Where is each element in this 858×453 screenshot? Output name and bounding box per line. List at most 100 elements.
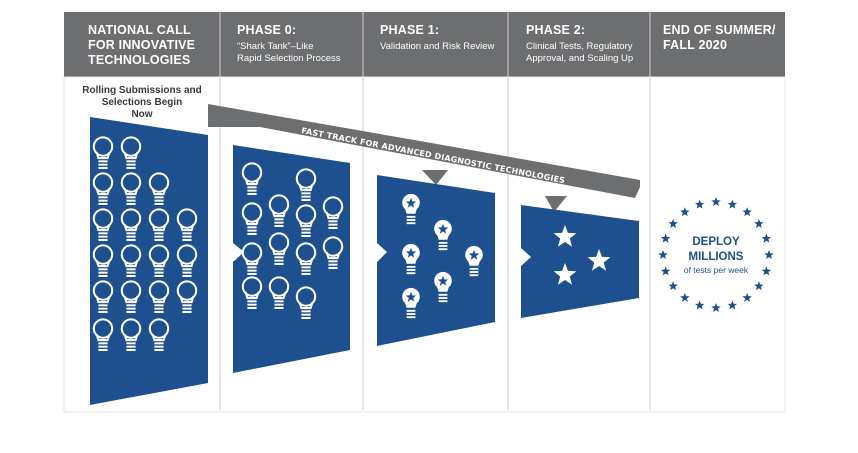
ring-star	[754, 281, 764, 291]
header-col-end: END OF SUMMER/ FALL 2020	[663, 23, 776, 52]
lightbulb-icon	[176, 280, 198, 313]
star-icon	[553, 225, 577, 247]
lightbulb-icon	[241, 202, 263, 235]
star-ring-icon	[658, 197, 774, 313]
lightbulb-icon	[241, 242, 263, 275]
ring-star	[727, 199, 738, 209]
diagram-frame	[63, 76, 786, 413]
ring-star	[680, 207, 690, 217]
ring-star	[694, 199, 705, 209]
header-title-line: TECHNOLOGIES	[88, 53, 190, 67]
header-title-line: PHASE 0:	[237, 23, 296, 37]
svg-text:Now: Now	[131, 109, 152, 120]
lightbulb-icon	[176, 244, 198, 277]
lightbulb-icon	[148, 318, 170, 351]
lightbulb-icon	[322, 236, 344, 269]
svg-text:Selections Begin: Selections Begin	[102, 97, 183, 108]
lightbulb-icon	[148, 280, 170, 313]
panel-national-call	[90, 117, 208, 405]
header-bar	[64, 12, 785, 77]
ring-star	[742, 292, 752, 302]
ring-star	[761, 233, 772, 243]
header-title-line: PHASE 1:	[380, 23, 439, 37]
panel-phase-1	[377, 175, 495, 346]
header-title-line: END OF SUMMER/	[663, 23, 776, 37]
ring-star	[658, 250, 668, 260]
header-col-national-call: NATIONAL CALL FOR INNOVATIVE TECHNOLOGIE…	[88, 23, 195, 67]
header-subtitle-line: Validation and Risk Review	[380, 41, 495, 52]
rolling-submissions-label: Rolling Submissions and Selections Begin…	[82, 85, 201, 120]
deploy-title: DEPLOY	[692, 236, 740, 248]
deploy-title: MILLIONS	[689, 251, 744, 263]
lightbulb-icon	[295, 286, 317, 319]
panel-phase-2	[521, 205, 639, 318]
header-subtitle-line: Rapid Selection Process	[237, 53, 341, 64]
lightbulb-icon	[120, 136, 142, 169]
lightbulb-icon	[120, 280, 142, 313]
lightbulb-icon	[241, 162, 263, 195]
lightbulb-icon	[148, 172, 170, 205]
deploy-subtitle: of tests per week	[684, 265, 749, 275]
header-title-line: NATIONAL CALL	[88, 23, 191, 37]
ring-star	[668, 218, 678, 228]
lightbulb-icon	[148, 208, 170, 241]
header-title-line: FALL 2020	[663, 38, 727, 52]
ring-star	[680, 292, 690, 302]
deploy-badge: DEPLOY MILLIONS of tests per week	[658, 197, 774, 313]
ring-star	[761, 266, 772, 276]
panel-icons	[92, 136, 198, 351]
header-subtitle-line: Approval, and Scaling Up	[526, 53, 633, 64]
header-subtitle-line: “Shark Tank”–Like	[237, 41, 313, 52]
lightbulb-icon	[148, 244, 170, 277]
header-col-phase-1: PHASE 1: Validation and Risk Review	[380, 23, 495, 52]
ring-star	[711, 197, 721, 207]
lightbulb-icon	[295, 204, 317, 237]
lightbulb-icon	[92, 280, 114, 313]
ring-star	[660, 233, 671, 243]
star-lightbulb-icon	[434, 271, 452, 303]
lightbulb-icon	[92, 244, 114, 277]
ring-star	[660, 266, 671, 276]
star-lightbulb-icon	[434, 219, 452, 251]
panel-icons	[241, 162, 344, 319]
header-col-phase-2: PHASE 2: Clinical Tests, Regulatory Appr…	[526, 23, 633, 64]
star-lightbulb-icon	[402, 287, 420, 319]
header-title-line: FOR INNOVATIVE	[88, 38, 195, 52]
svg-text:Rolling Submissions and: Rolling Submissions and	[82, 85, 201, 96]
header-col-phase-0: PHASE 0: “Shark Tank”–Like Rapid Selecti…	[237, 23, 341, 64]
column-dividers	[219, 12, 651, 410]
lightbulb-icon	[241, 276, 263, 309]
star-icon	[553, 263, 577, 285]
lightbulb-icon	[92, 136, 114, 169]
panel-phase-0	[233, 145, 350, 373]
lightbulb-icon	[92, 208, 114, 241]
lightbulb-icon	[322, 196, 344, 229]
ring-star	[711, 303, 721, 313]
lightbulb-icon	[120, 318, 142, 351]
ring-star	[764, 250, 774, 260]
ring-star	[694, 300, 705, 310]
lightbulb-icon	[295, 242, 317, 275]
lightbulb-icon	[295, 168, 317, 201]
star-lightbulb-icon	[402, 243, 420, 275]
panel-icons	[553, 225, 611, 285]
lightbulb-icon	[120, 208, 142, 241]
ring-star	[727, 300, 738, 310]
ring-star	[754, 218, 764, 228]
lightbulb-icon	[268, 276, 290, 309]
lightbulb-icon	[120, 244, 142, 277]
header-subtitle-line: Clinical Tests, Regulatory	[526, 41, 633, 52]
lightbulb-icon	[268, 194, 290, 227]
ring-star	[742, 207, 752, 217]
header-title-line: PHASE 2:	[526, 23, 585, 37]
star-icon	[587, 249, 611, 271]
star-lightbulb-icon	[465, 245, 483, 277]
panel-icons	[402, 193, 483, 319]
lightbulb-icon	[268, 232, 290, 265]
lightbulb-icon	[120, 172, 142, 205]
lightbulb-icon	[92, 172, 114, 205]
ring-star	[668, 281, 678, 291]
lightbulb-icon	[92, 318, 114, 351]
lightbulb-icon	[176, 208, 198, 241]
